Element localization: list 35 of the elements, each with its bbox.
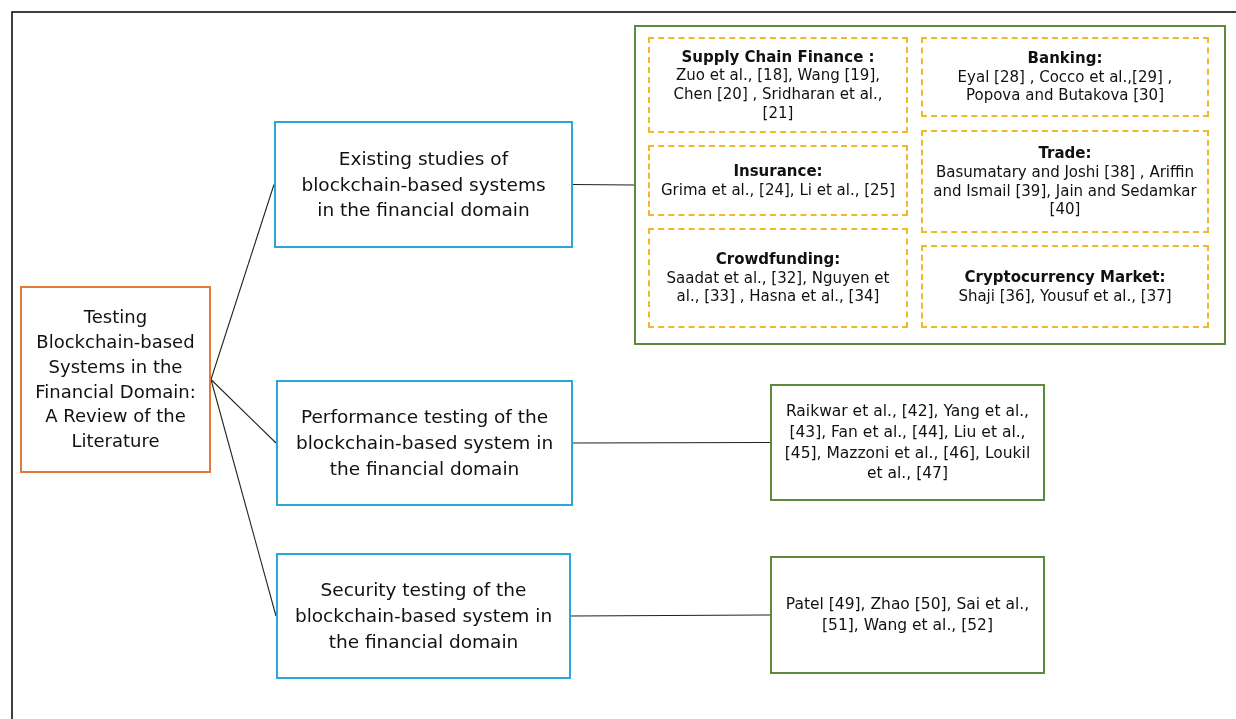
- category-heading: Banking:: [1027, 48, 1103, 68]
- connector-line: [572, 441, 771, 444]
- category-heading: Insurance:: [733, 161, 823, 181]
- title-box: [20, 286, 211, 473]
- category-heading: Cryptocurrency Market:: [964, 267, 1166, 287]
- category-heading: Crowdfunding:: [715, 249, 841, 269]
- topic-box: [276, 380, 573, 506]
- category-box: [921, 130, 1209, 233]
- connector-line: [210, 378, 277, 444]
- category-box: [648, 37, 908, 133]
- category-box: [648, 145, 908, 216]
- reference-text: Shaji [36], Yousuf et al., [37]: [958, 286, 1172, 306]
- reference-text: Eyal [28] , Cocco et al.,[29] , Popova and Butakova [30]: [956, 67, 1174, 106]
- category-box: [921, 37, 1209, 117]
- reference-text: Basumatary and Joshi [38] , Ariffin and Ismail [39], Jain and Sedamkar [40]: [932, 162, 1198, 219]
- reference-text: Security testing of the blockchain-based system in the financial domain: [294, 578, 553, 654]
- connector-line: [570, 614, 771, 617]
- connector-line: [572, 183, 635, 186]
- reference-text: Existing studies of blockchain-based systems in the financial domain: [300, 146, 547, 223]
- reference-text: Raikwar et al., [42], Yang et al., [43], Fan et al., [44], Liu et al., [45], Mazzoni et al., [46], Loukil et al., [47]: [783, 400, 1032, 485]
- reference-text: Saadat et al., [32], Nguyen et al., [33] , Hasna et al., [34]: [665, 268, 891, 307]
- category-box: [648, 228, 908, 328]
- group-box: [634, 25, 1226, 345]
- reference-text: Testing Blockchain-based Systems in the Financial Domain: A Review of the Literature: [34, 305, 197, 454]
- reference-text: Zuo et al., [18], Wang [19], Chen [20] , Sridharan et al., [21]: [672, 66, 884, 123]
- reference-text: Performance testing of the blockchain-based system in the financial domain: [294, 405, 555, 481]
- reference-text: Grima et al., [24], Li et al., [25]: [661, 180, 895, 200]
- category-box: [921, 245, 1209, 328]
- category-heading: Trade:: [1038, 144, 1092, 163]
- reference-box: [770, 384, 1045, 501]
- topic-box: [276, 553, 571, 679]
- reference-box: [770, 556, 1045, 674]
- category-heading: Supply Chain Finance :: [681, 47, 875, 67]
- topic-box: [274, 121, 573, 248]
- reference-text: Patel [49], Zhao [50], Sai et al., [51], Wang et al., [52]: [784, 594, 1031, 636]
